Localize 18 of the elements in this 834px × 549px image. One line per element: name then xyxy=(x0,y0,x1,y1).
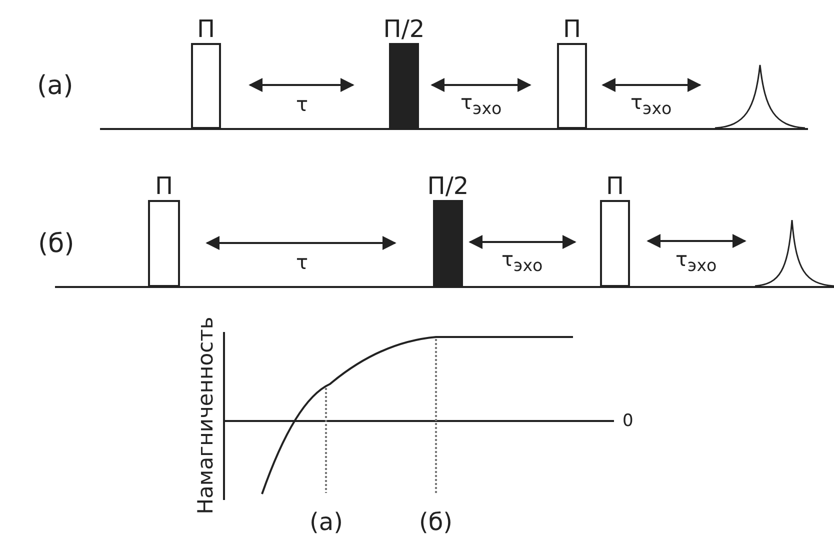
interval-label: τ$_{эхо}$ xyxy=(630,92,672,118)
tick-label: 0 xyxy=(622,412,634,430)
interval-label: τ$_{эхо}$ xyxy=(502,249,543,275)
pulse-label: Π/2 xyxy=(427,174,469,198)
pulse-label: Π xyxy=(606,174,624,198)
pulse-label: Π xyxy=(196,17,216,41)
point-label: (а) xyxy=(310,510,343,534)
axis-label: Намагниченность xyxy=(195,316,216,514)
pulse-label: Π xyxy=(562,17,582,41)
interval-label: τ$_{эхо}$ xyxy=(460,92,502,118)
row-label: (а) xyxy=(37,73,74,99)
pulse-label: Π/2 xyxy=(383,17,425,41)
point-label: (б) xyxy=(419,510,453,534)
interval-label: τ xyxy=(296,252,308,272)
row-label: (б) xyxy=(38,231,74,257)
pulse-label: Π xyxy=(154,174,174,198)
interval-label: τ$_{эхо}$ xyxy=(676,249,717,275)
interval-label: τ xyxy=(296,94,308,114)
